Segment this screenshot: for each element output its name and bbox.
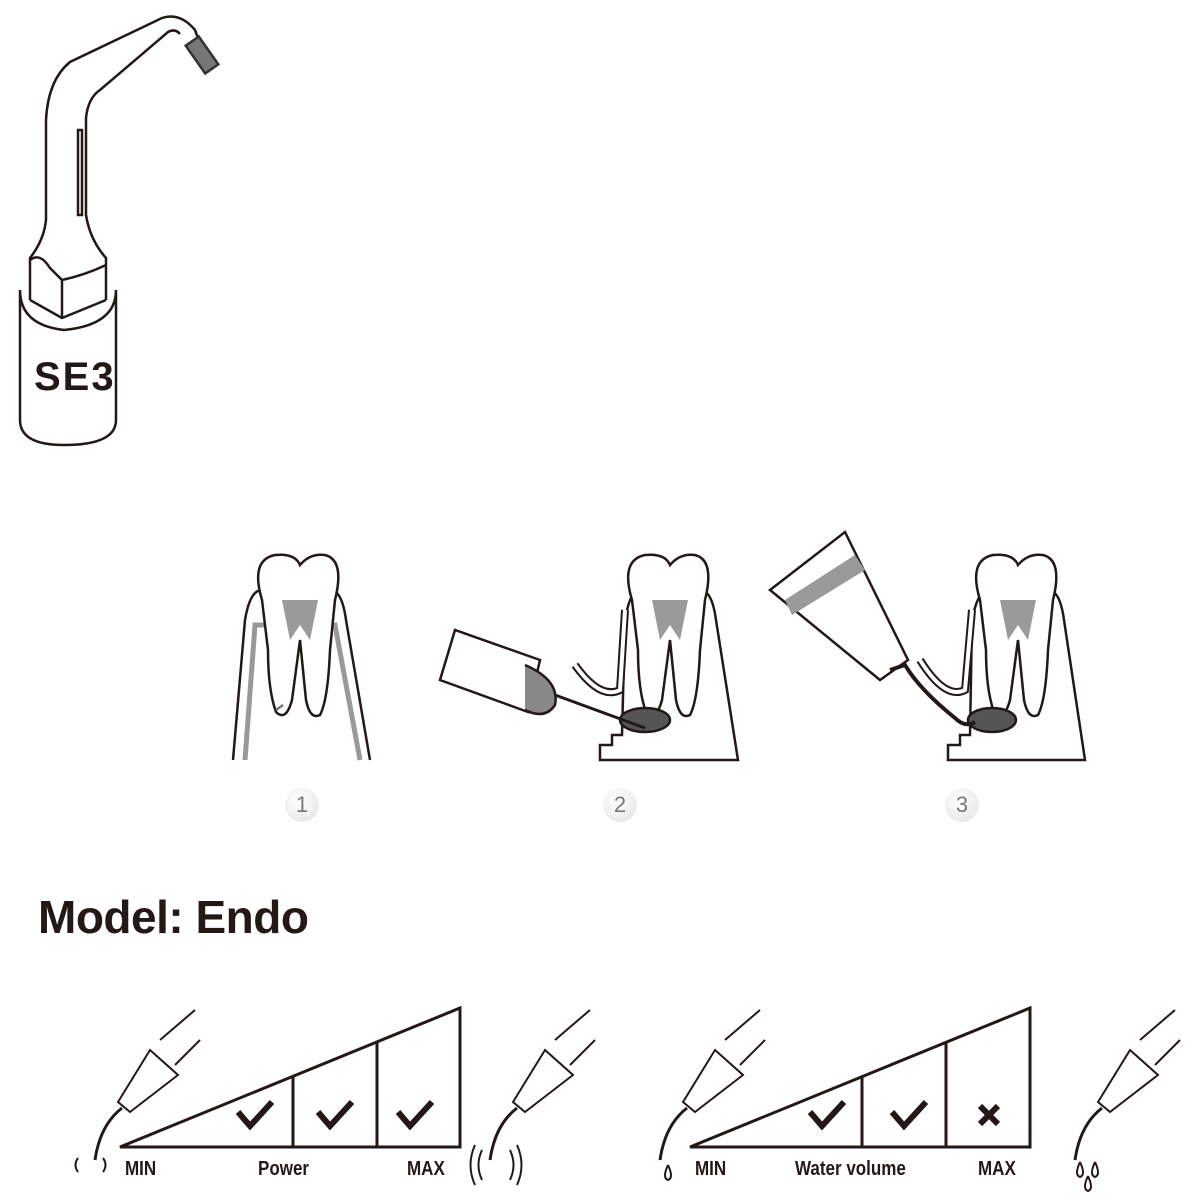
tip-model-code: SE3 (34, 355, 116, 399)
handpiece-high-water-icon (1073, 1009, 1181, 1193)
water-min-label: MIN (695, 1158, 727, 1180)
step-number-1: 1 (285, 788, 319, 822)
handpiece-high-vibration-icon (469, 1009, 596, 1186)
tooth-step-3 (767, 530, 1087, 762)
cross-icon (977, 1103, 1001, 1127)
power-max-label: MAX (407, 1158, 445, 1180)
power-level-marks (235, 1099, 435, 1131)
power-scale (119, 1005, 462, 1149)
power-label: Power (258, 1158, 310, 1180)
check-icon (395, 1099, 435, 1131)
check-icon (235, 1099, 275, 1131)
handpiece-icons (74, 1009, 1181, 1193)
step-number-2: 2 (603, 788, 637, 822)
check-icon (807, 1099, 847, 1131)
handpiece-low-water-icon (658, 1009, 766, 1182)
model-title: Model: Endo (38, 891, 309, 943)
handpiece-low-vibration-icon (74, 1009, 201, 1173)
tooth-step-1 (231, 553, 372, 761)
water-level-marks (807, 1099, 1001, 1131)
water-scale (689, 1005, 1032, 1149)
check-icon (315, 1099, 355, 1131)
water-max-label: MAX (978, 1158, 1016, 1180)
power-min-label: MIN (125, 1158, 157, 1180)
endo-tip-drawing (18, 15, 221, 447)
tooth-step-2 (438, 553, 740, 762)
step-number-3: 3 (945, 788, 979, 822)
check-icon (889, 1099, 929, 1131)
water-volume-label: Water volume (795, 1158, 906, 1180)
